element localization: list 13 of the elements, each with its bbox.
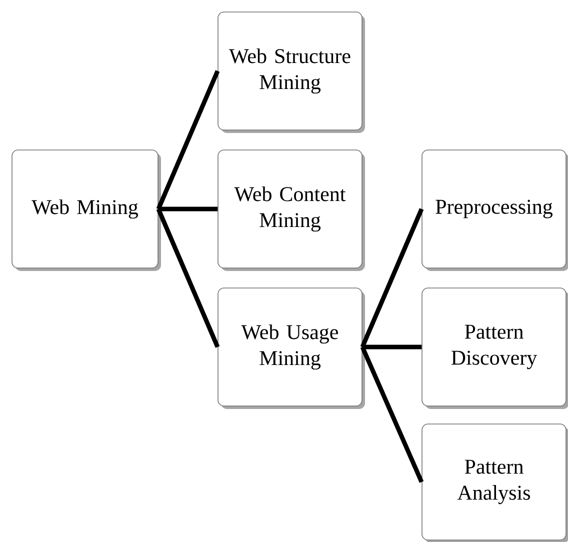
- connector-line: [156, 70, 220, 210]
- connector-line: [158, 206, 218, 212]
- process-box: Preprocessing: [422, 150, 568, 271]
- connector-line: [360, 346, 424, 483]
- process-box: Pattern Analysis: [422, 424, 568, 542]
- process-box: Pattern Discovery: [422, 288, 568, 409]
- process-box: Web Usage Mining: [218, 288, 365, 409]
- process-box: Web Mining: [12, 150, 161, 271]
- connector-line: [362, 344, 422, 350]
- connector-line: [156, 208, 220, 348]
- process-box: Web Structure Mining: [218, 12, 365, 133]
- connector-line: [360, 208, 424, 348]
- process-box: Web Content Mining: [218, 150, 365, 271]
